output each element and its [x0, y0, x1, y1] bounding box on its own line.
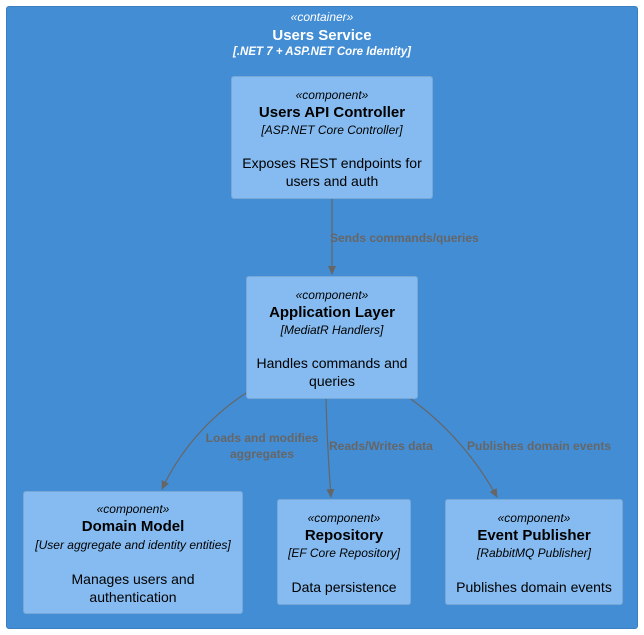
description-line: Handles commands and	[256, 355, 408, 371]
component-event-publisher[interactable]: «component» Event Publisher [RabbitMQ Pu…	[445, 499, 623, 605]
component-stereotype: «component»	[96, 502, 170, 516]
component-stereotype: «component»	[497, 511, 571, 525]
relation-label-line: Reads/Writes data	[329, 439, 433, 453]
container-title: Users Service	[272, 27, 372, 44]
relation-label-line: Publishes domain events	[467, 439, 612, 453]
component-stereotype: «component»	[295, 88, 369, 102]
relation-label-api-to-app: Sends commands/queries	[330, 230, 490, 246]
edge-app-to-domain	[161, 392, 247, 490]
component-technology: [EF Core Repository]	[288, 546, 400, 560]
component-description: Data persistence	[278, 578, 410, 596]
relation-label-app-to-domain: Loads and modifies aggregates	[192, 430, 332, 462]
description-line: queries	[309, 373, 355, 389]
container-technology: [.NET 7 + ASP.NET Core Identity]	[233, 46, 411, 58]
component-title: Users API Controller	[258, 104, 406, 121]
component-application-layer[interactable]: «component» Application Layer [MediatR H…	[246, 276, 418, 399]
edge-app-to-events	[407, 396, 498, 498]
component-description: Manages users and authentication	[24, 570, 242, 606]
component-description: Publishes domain events	[446, 578, 622, 596]
component-stereotype: «component»	[307, 511, 381, 525]
relation-label-app-to-events: Publishes domain events	[467, 438, 627, 454]
component-description: Handles commands and queries	[247, 354, 417, 390]
relation-label-app-to-repo: Reads/Writes data	[329, 438, 449, 454]
relation-label-line: Sends commands/queries	[330, 231, 479, 245]
container-stereotype: «container»	[290, 10, 354, 24]
relation-label-line: aggregates	[229, 447, 295, 461]
component-title: Repository	[304, 527, 384, 544]
component-repository[interactable]: «component» Repository [EF Core Reposito…	[277, 499, 411, 605]
component-title: Domain Model	[81, 518, 185, 535]
component-title: Application Layer	[269, 304, 395, 321]
description-line: users and auth	[285, 173, 379, 189]
component-technology: [User aggregate and identity entities]	[35, 538, 231, 552]
component-technology: [RabbitMQ Publisher]	[476, 546, 592, 560]
component-domain-model[interactable]: «component» Domain Model [User aggregate…	[23, 491, 243, 614]
component-technology: [MediatR Handlers]	[280, 323, 384, 337]
description-line: authentication	[89, 589, 177, 605]
component-title: Event Publisher	[477, 527, 591, 544]
component-stereotype: «component»	[295, 288, 369, 302]
description-line: Publishes domain events	[456, 579, 612, 595]
edge-app-to-repo	[325, 398, 335, 498]
component-technology: [ASP.NET Core Controller]	[261, 123, 403, 137]
description-line: Data persistence	[291, 579, 397, 595]
relation-label-line: Loads and modifies	[205, 431, 319, 445]
component-description: Exposes REST endpoints for users and aut…	[232, 154, 432, 190]
description-line: Exposes REST endpoints for	[242, 155, 422, 171]
description-line: Manages users and	[71, 571, 195, 587]
component-users-api-controller[interactable]: «component» Users API Controller [ASP.NE…	[231, 76, 433, 199]
